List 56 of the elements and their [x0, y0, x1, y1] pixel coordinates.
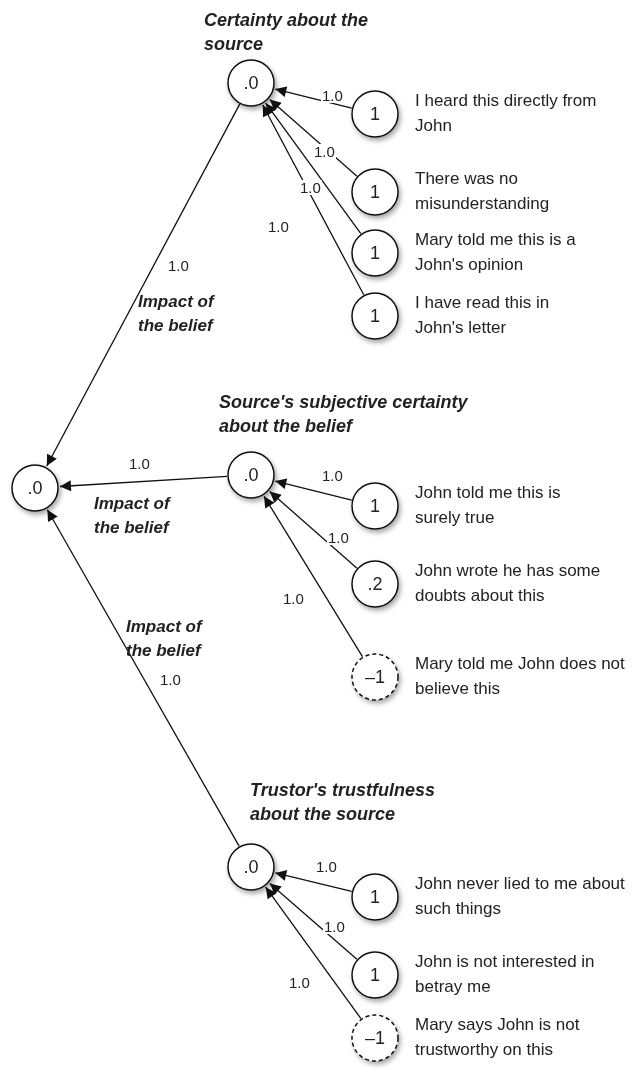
arrow	[265, 102, 362, 235]
node-value: 1	[369, 497, 381, 515]
node-description: Mary says John is not trustworthy on this	[415, 1014, 581, 1061]
node-value: 1	[369, 244, 381, 262]
node-description: John wrote he has some doubts about this	[415, 560, 602, 607]
edge-label: 1.0	[313, 144, 336, 159]
arrow	[269, 98, 358, 177]
edge-label: 1.0	[299, 180, 322, 195]
edge-label: 1.0	[128, 456, 151, 471]
node-value: .0	[26, 479, 44, 497]
node-value: .0	[242, 74, 260, 92]
impact-label: Impact of the belief	[138, 291, 216, 337]
edge-label: 1.0	[267, 219, 290, 234]
arrow	[262, 104, 365, 296]
node-heading: Source's subjective certainty about the belief	[219, 391, 469, 438]
arrow	[274, 86, 353, 109]
node-description: I have read this in John's letter	[415, 292, 551, 339]
node-value: 1	[369, 307, 381, 325]
arrow	[274, 478, 353, 501]
impact-label: Impact of the belief	[126, 616, 204, 662]
node-value: .0	[242, 858, 260, 876]
node-description: Mary told me John does not believe this	[415, 653, 625, 700]
node-heading: Trustor's trustfulness about the source	[250, 779, 436, 826]
node-description: John never lied to me about such things	[415, 873, 625, 920]
node-value: –1	[364, 668, 386, 686]
edge-label: 1.0	[288, 975, 311, 990]
arrow	[269, 882, 358, 960]
edge-label: 1.0	[321, 88, 344, 103]
edge-label: 1.0	[321, 468, 344, 483]
node-description: Mary told me this is a John's opinion	[415, 229, 577, 276]
arrow	[265, 886, 362, 1020]
node-heading: Certainty about the source	[204, 9, 369, 56]
node-value: 1	[369, 966, 381, 984]
node-value: .0	[242, 466, 260, 484]
edge-label: 1.0	[327, 530, 350, 545]
edge-label: 1.0	[323, 919, 346, 934]
arrow	[274, 870, 353, 892]
arrow	[59, 475, 228, 492]
node-description: I heard this directly from John	[415, 90, 598, 137]
node-value: 1	[369, 105, 381, 123]
node-description: John is not interested in betray me	[415, 951, 596, 998]
node-value: 1	[369, 183, 381, 201]
arrow	[46, 509, 240, 847]
arrow	[46, 103, 241, 467]
node-value: –1	[364, 1029, 386, 1047]
edge-label: 1.0	[282, 591, 305, 606]
impact-label: Impact of the belief	[94, 493, 172, 539]
arrow	[269, 490, 358, 569]
arrow	[263, 495, 364, 658]
node-value: .2	[366, 575, 384, 593]
node-value: 1	[369, 888, 381, 906]
node-description: There was no misunderstanding	[415, 168, 551, 215]
edge-label: 1.0	[167, 258, 190, 273]
edge-label: 1.0	[315, 859, 338, 874]
node-description: John told me this is surely true	[415, 482, 562, 529]
edge-label: 1.0	[159, 672, 182, 687]
